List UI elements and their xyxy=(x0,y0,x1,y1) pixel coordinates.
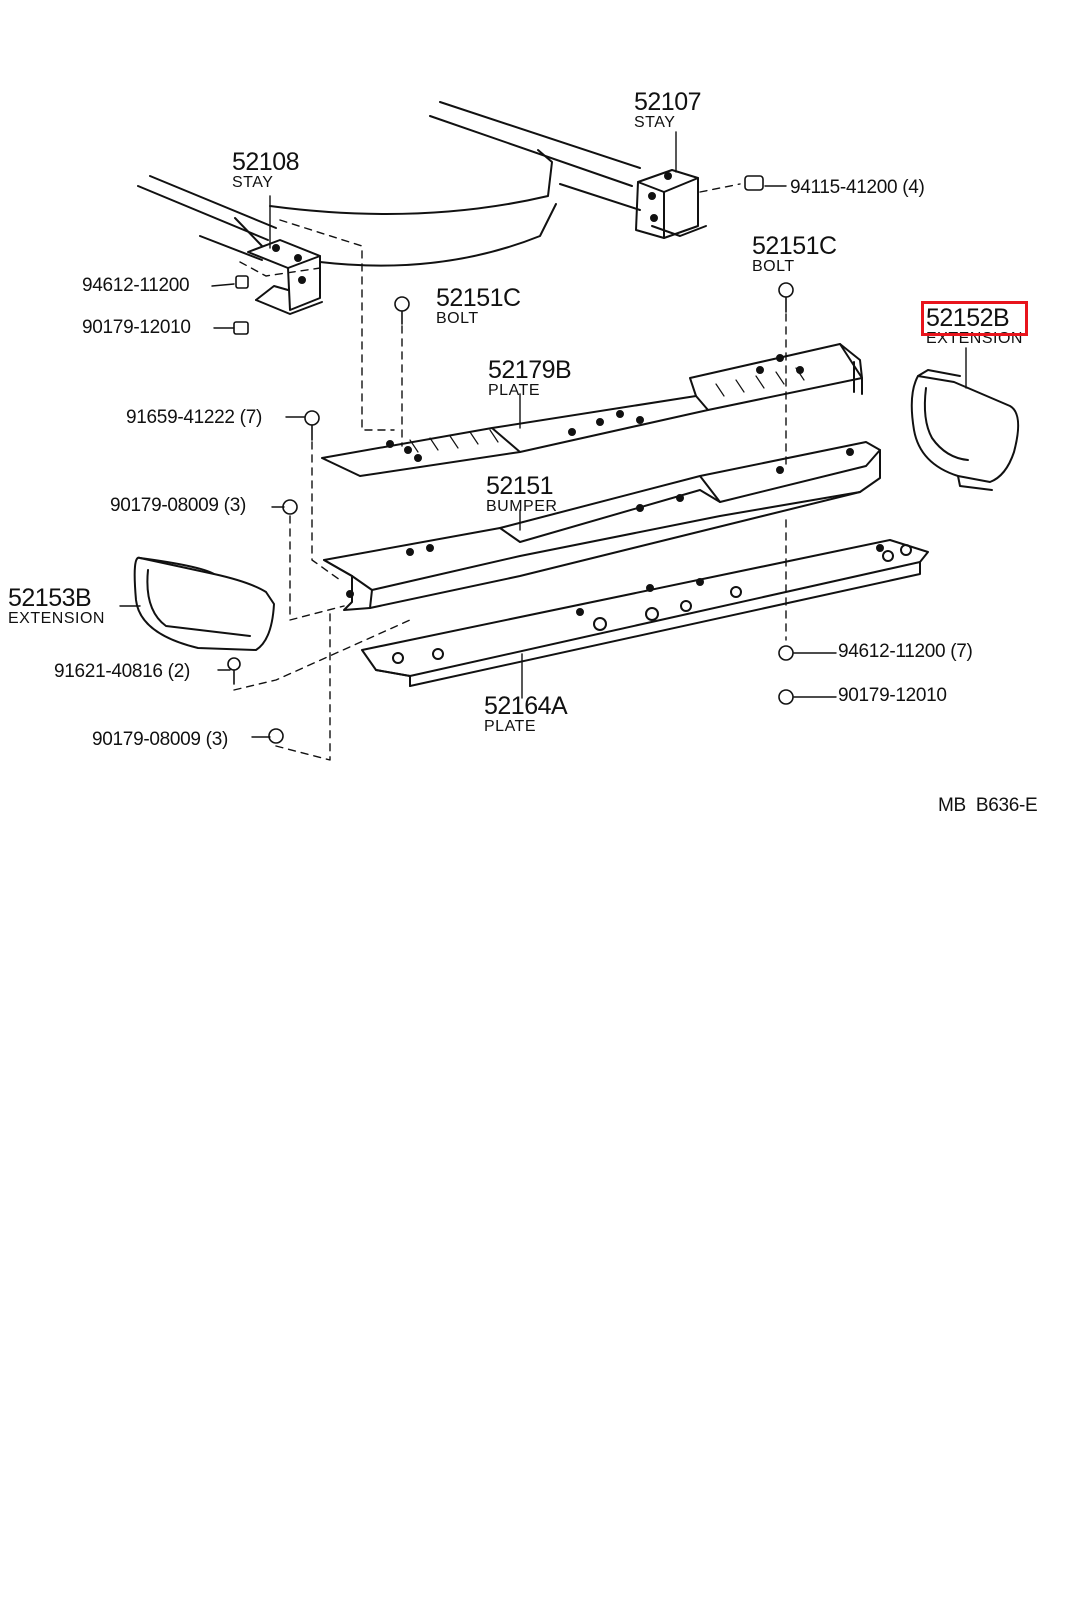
part-name: STAY xyxy=(634,114,676,131)
part-name: PLATE xyxy=(484,718,536,735)
part-label-52151c-upper[interactable]: 52151C BOLT xyxy=(752,234,837,275)
callout-90179-12010-upper[interactable]: 90179-12010 xyxy=(82,317,191,338)
part-label-52107[interactable]: 52107 STAY xyxy=(634,88,702,131)
part-label-52153b[interactable]: 52153B EXTENSION xyxy=(8,586,105,627)
extension-52153b xyxy=(133,556,275,651)
part-number: 52164A xyxy=(484,692,568,720)
part-label-52108[interactable]: 52108 STAY xyxy=(232,148,300,191)
part-label-52151c-lower[interactable]: 52151C BOLT xyxy=(436,286,521,327)
stay-52107-bracket xyxy=(635,169,707,239)
part-number: 52151 xyxy=(486,472,554,500)
part-number: 52107 xyxy=(634,88,702,116)
part-number: 52179B xyxy=(488,356,572,384)
part-label-52151[interactable]: 52151 BUMPER xyxy=(486,474,557,515)
part-name: PLATE xyxy=(488,382,540,399)
callout-94115-41200[interactable]: 94115-41200 (4) xyxy=(790,177,925,198)
part-number: 52151C xyxy=(436,284,521,312)
part-name: STAY xyxy=(232,174,274,191)
callout-94612-11200-lower[interactable]: 94612-11200 (7) xyxy=(838,641,973,662)
part-label-52164a[interactable]: 52164A PLATE xyxy=(484,692,568,735)
fasteners xyxy=(227,175,794,744)
callout-91659-41222[interactable]: 91659-41222 (7) xyxy=(126,407,262,428)
part-label-52152b[interactable]: 52152B EXTENSION xyxy=(921,301,1028,347)
part-name: BOLT xyxy=(752,258,795,275)
step-plate-52179b xyxy=(321,343,863,477)
part-number: 52108 xyxy=(232,148,300,176)
part-name: EXTENSION xyxy=(926,330,1023,347)
leader-lines xyxy=(119,131,967,738)
highlighted-part-number: 52152B xyxy=(921,301,1028,336)
callout-90179-12010-lower[interactable]: 90179-12010 xyxy=(838,685,947,706)
assembly-guides xyxy=(233,183,787,761)
callout-91621-40816[interactable]: 91621-40816 (2) xyxy=(54,661,190,682)
callout-94612-11200-upper[interactable]: 94612-11200 xyxy=(82,275,190,296)
frame-rails xyxy=(137,101,641,267)
callout-90179-08009-lower[interactable]: 90179-08009 (3) xyxy=(92,729,228,750)
lower-plate-52164a xyxy=(361,539,929,687)
stay-52108-bracket xyxy=(247,239,323,315)
part-name: EXTENSION xyxy=(8,610,105,627)
callout-90179-08009-upper[interactable]: 90179-08009 (3) xyxy=(110,495,246,516)
part-number: 52153B xyxy=(8,584,92,612)
drawing-code: MB B636-E xyxy=(938,795,1038,816)
part-name: BUMPER xyxy=(486,498,558,515)
part-number: 52151C xyxy=(752,232,837,260)
part-label-52179b[interactable]: 52179B PLATE xyxy=(488,356,572,399)
part-name: BOLT xyxy=(436,310,479,327)
bumper-52151 xyxy=(323,441,881,611)
extension-52152b xyxy=(910,369,1020,491)
